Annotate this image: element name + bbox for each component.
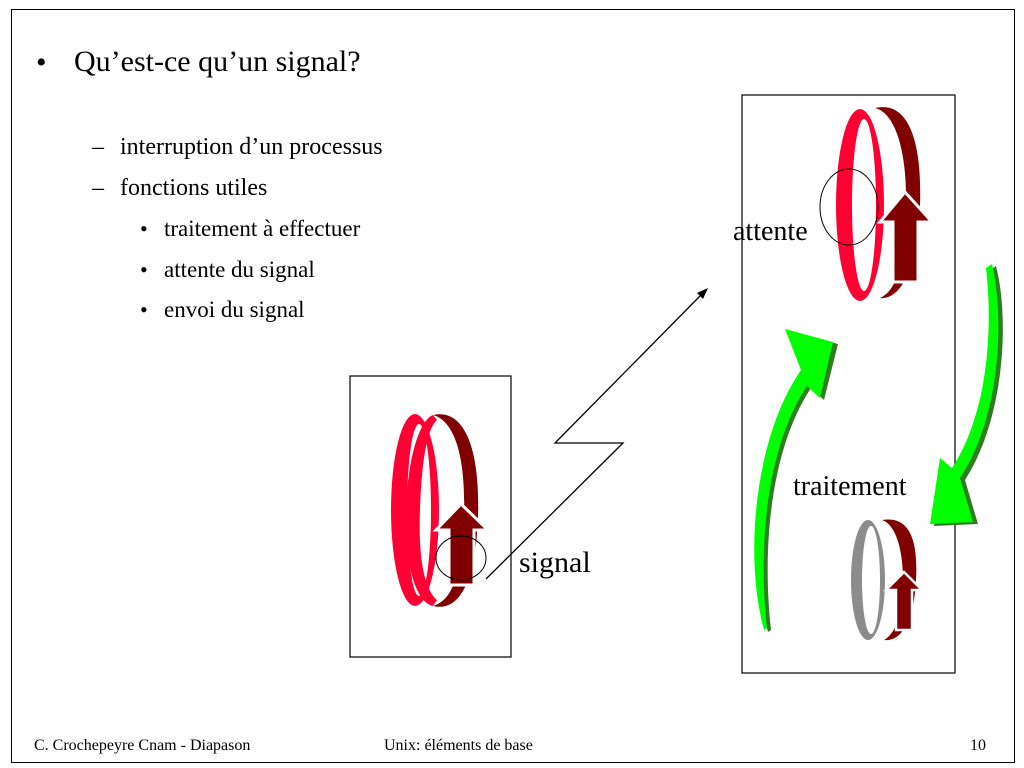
label-traitement: traitement [793, 471, 907, 502]
attente-cycle-ring [836, 107, 936, 301]
sender-process-box [349, 375, 512, 658]
title-bullet: • [36, 46, 47, 79]
subsubitem-marker: • [140, 257, 148, 282]
signal-lightning-line [485, 295, 701, 580]
footer-author: C. Crochepeyre Cnam - Diapason [34, 737, 251, 754]
slide-title: Qu’est-ce qu’un signal? [74, 45, 361, 78]
sender-signal-point [435, 535, 487, 581]
label-attente: attente [733, 216, 808, 247]
subitem-marker: – [92, 134, 104, 160]
subsubitem-envoi: envoi du signal [164, 297, 305, 322]
signal-arrowhead [697, 288, 708, 299]
arrow-to-attente [754, 329, 838, 632]
receiver-process-box [741, 94, 956, 674]
label-signal: signal [519, 546, 591, 579]
traitement-cycle-ring [851, 519, 926, 641]
subitem-fonctions: fonctions utiles [120, 175, 268, 201]
sender-cycle-ring [391, 414, 492, 607]
arrow-to-traitement [930, 264, 1003, 526]
slide-frame [11, 9, 1015, 763]
footer-course: Unix: éléments de base [384, 737, 533, 754]
footer-page-number: 10 [970, 737, 986, 754]
subitem-marker: – [92, 175, 104, 201]
subitem-interruption: interruption d’un processus [120, 134, 383, 160]
subsubitem-marker: • [140, 216, 148, 241]
subsubitem-traitement: traitement à effectuer [164, 216, 361, 241]
subsubitem-attente: attente du signal [164, 257, 315, 282]
subsubitem-marker: • [140, 297, 148, 322]
attente-signal-point [819, 168, 879, 246]
